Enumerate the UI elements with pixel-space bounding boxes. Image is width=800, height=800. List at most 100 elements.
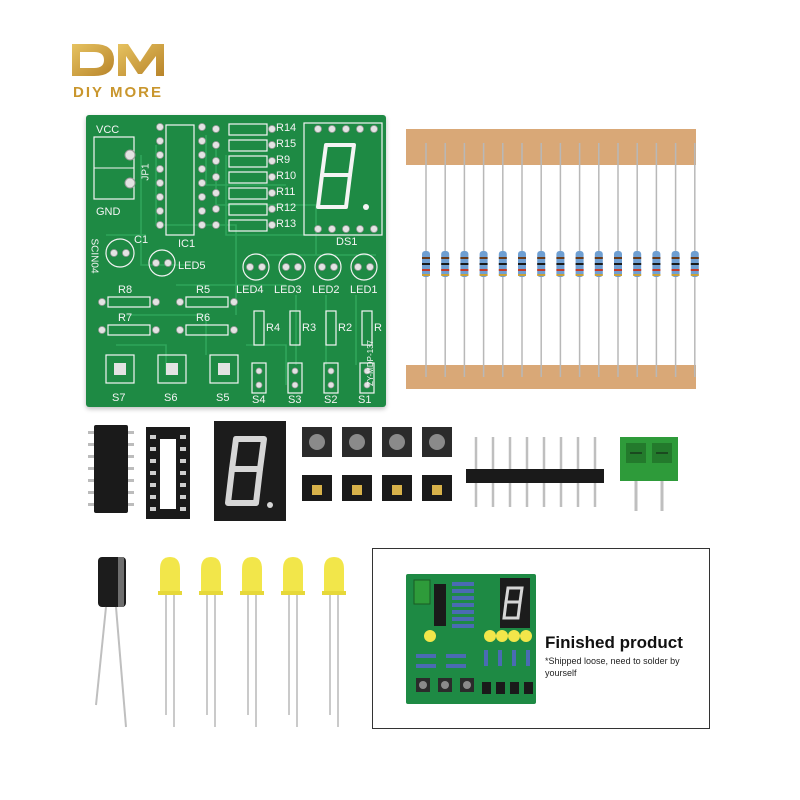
resistor-band xyxy=(575,263,584,265)
resistor-band xyxy=(690,263,699,265)
pcb-board: VCC GND JP1 IC1 C1 SCIN04 LED5 DS1 R14 R… xyxy=(86,115,386,407)
resistor-band xyxy=(441,274,450,276)
led-rim xyxy=(240,591,264,595)
finished-product-panel: Finished product *Shipped loose, need to… xyxy=(372,548,710,729)
pcb-label-jp1: JP1 xyxy=(140,163,152,181)
resistor-band xyxy=(671,269,680,271)
resistor-band xyxy=(498,263,507,265)
resistor-band xyxy=(556,263,565,265)
resistor-band xyxy=(498,257,507,259)
resistor-band xyxy=(671,274,680,276)
logo-text: DIY MORE xyxy=(73,84,163,101)
electrolytic-capacitor xyxy=(95,557,127,728)
pin-header xyxy=(466,437,604,507)
pcb-label-s7: S7 xyxy=(112,392,126,404)
pcb-label-gnd: GND xyxy=(96,206,121,218)
pcb-label-led4: LED4 xyxy=(236,284,264,296)
pcb-label-ic1: IC1 xyxy=(178,238,196,250)
led-rim xyxy=(281,591,305,595)
resistor-band xyxy=(479,263,488,265)
pcb-label-led3: LED3 xyxy=(274,284,302,296)
pcb-label-r13: R13 xyxy=(276,218,297,230)
finished-note: *Shipped loose, need to solder by yourse… xyxy=(545,656,680,678)
resistor-band xyxy=(633,269,642,271)
pcb-label-r10: R10 xyxy=(276,170,297,182)
pcb-traces xyxy=(93,122,383,394)
finished-title: Finished product xyxy=(545,633,683,652)
resistor-band xyxy=(652,274,661,276)
led-rim xyxy=(158,591,182,595)
jumper-caps xyxy=(302,475,452,501)
pcb-label-s5: S5 xyxy=(216,392,230,404)
resistor-band xyxy=(556,269,565,271)
resistor-band xyxy=(441,257,450,259)
resistor-band xyxy=(422,257,430,259)
yellow-led xyxy=(242,557,262,593)
resistor-band xyxy=(518,274,526,276)
pcb-label-vcc: VCC xyxy=(96,124,120,136)
pcb-label-scin04: SCIN04 xyxy=(88,238,100,274)
brand-logo: DIY MORE xyxy=(48,40,188,104)
ic-socket xyxy=(146,427,190,519)
resistor-band xyxy=(537,274,546,276)
led-rim xyxy=(199,591,223,595)
components-row xyxy=(88,421,678,521)
pcb-label-led1: LED1 xyxy=(350,284,378,296)
pcb-label-r6: R6 xyxy=(196,312,211,324)
resistor-band xyxy=(422,274,430,276)
resistor-band xyxy=(556,274,565,276)
capacitor-and-leds xyxy=(95,557,346,728)
resistor-band xyxy=(633,274,642,276)
pcb-label-s6: S6 xyxy=(164,392,178,404)
resistor-band xyxy=(633,257,642,259)
resistor-band xyxy=(537,269,546,271)
pcb-label-s4: S4 xyxy=(252,394,266,406)
pcb-label-r5: R5 xyxy=(196,284,211,296)
resistor-band xyxy=(422,269,430,271)
pcb-label-r8: R8 xyxy=(118,284,133,296)
resistor-band xyxy=(614,263,622,265)
yellow-led xyxy=(160,557,180,593)
resistor-band xyxy=(594,274,603,276)
resistor-band xyxy=(537,257,546,259)
resistor-band xyxy=(594,257,603,259)
pcb-label-r12: R12 xyxy=(276,202,297,214)
resistor-band xyxy=(652,263,661,265)
ic-chip xyxy=(88,425,134,513)
resistor-band xyxy=(479,269,488,271)
resistor-band xyxy=(518,257,526,259)
resistor-band xyxy=(614,257,622,259)
pcb-label-s1: S1 xyxy=(358,394,372,406)
resistor-band xyxy=(460,269,469,271)
resistor-band xyxy=(594,263,603,265)
pcb-label-c1: C1 xyxy=(134,234,149,246)
resistor-band xyxy=(671,263,680,265)
resistor-band xyxy=(498,274,507,276)
pcb-label-r14: R14 xyxy=(276,122,297,134)
resistor-band xyxy=(690,257,699,259)
pcb-label-r3: R3 xyxy=(302,322,317,334)
pcb-label-r1: R xyxy=(374,322,382,334)
resistor-band xyxy=(652,269,661,271)
resistor-band xyxy=(460,257,469,259)
resistor-band xyxy=(422,263,430,265)
pcb-label-r15: R15 xyxy=(276,138,297,150)
finished-pcb-photo xyxy=(406,574,536,704)
resistor-band xyxy=(518,263,526,265)
resistor-band xyxy=(518,269,526,271)
pcb-label-led5: LED5 xyxy=(178,260,206,272)
resistor-band xyxy=(556,257,565,259)
pcb-label-ds1: DS1 xyxy=(336,236,358,248)
resistor-band xyxy=(652,257,661,259)
pcb-label-r2: R2 xyxy=(338,322,353,334)
pcb-label-r9: R9 xyxy=(276,154,291,166)
pcb-label-led2: LED2 xyxy=(312,284,340,296)
led-group xyxy=(158,557,346,727)
resistor-band xyxy=(594,269,603,271)
push-buttons xyxy=(302,427,452,457)
resistor-band xyxy=(441,269,450,271)
yellow-led xyxy=(283,557,303,593)
resistor-band xyxy=(498,269,507,271)
pcb-label-r7: R7 xyxy=(118,312,133,324)
resistor-band xyxy=(537,263,546,265)
